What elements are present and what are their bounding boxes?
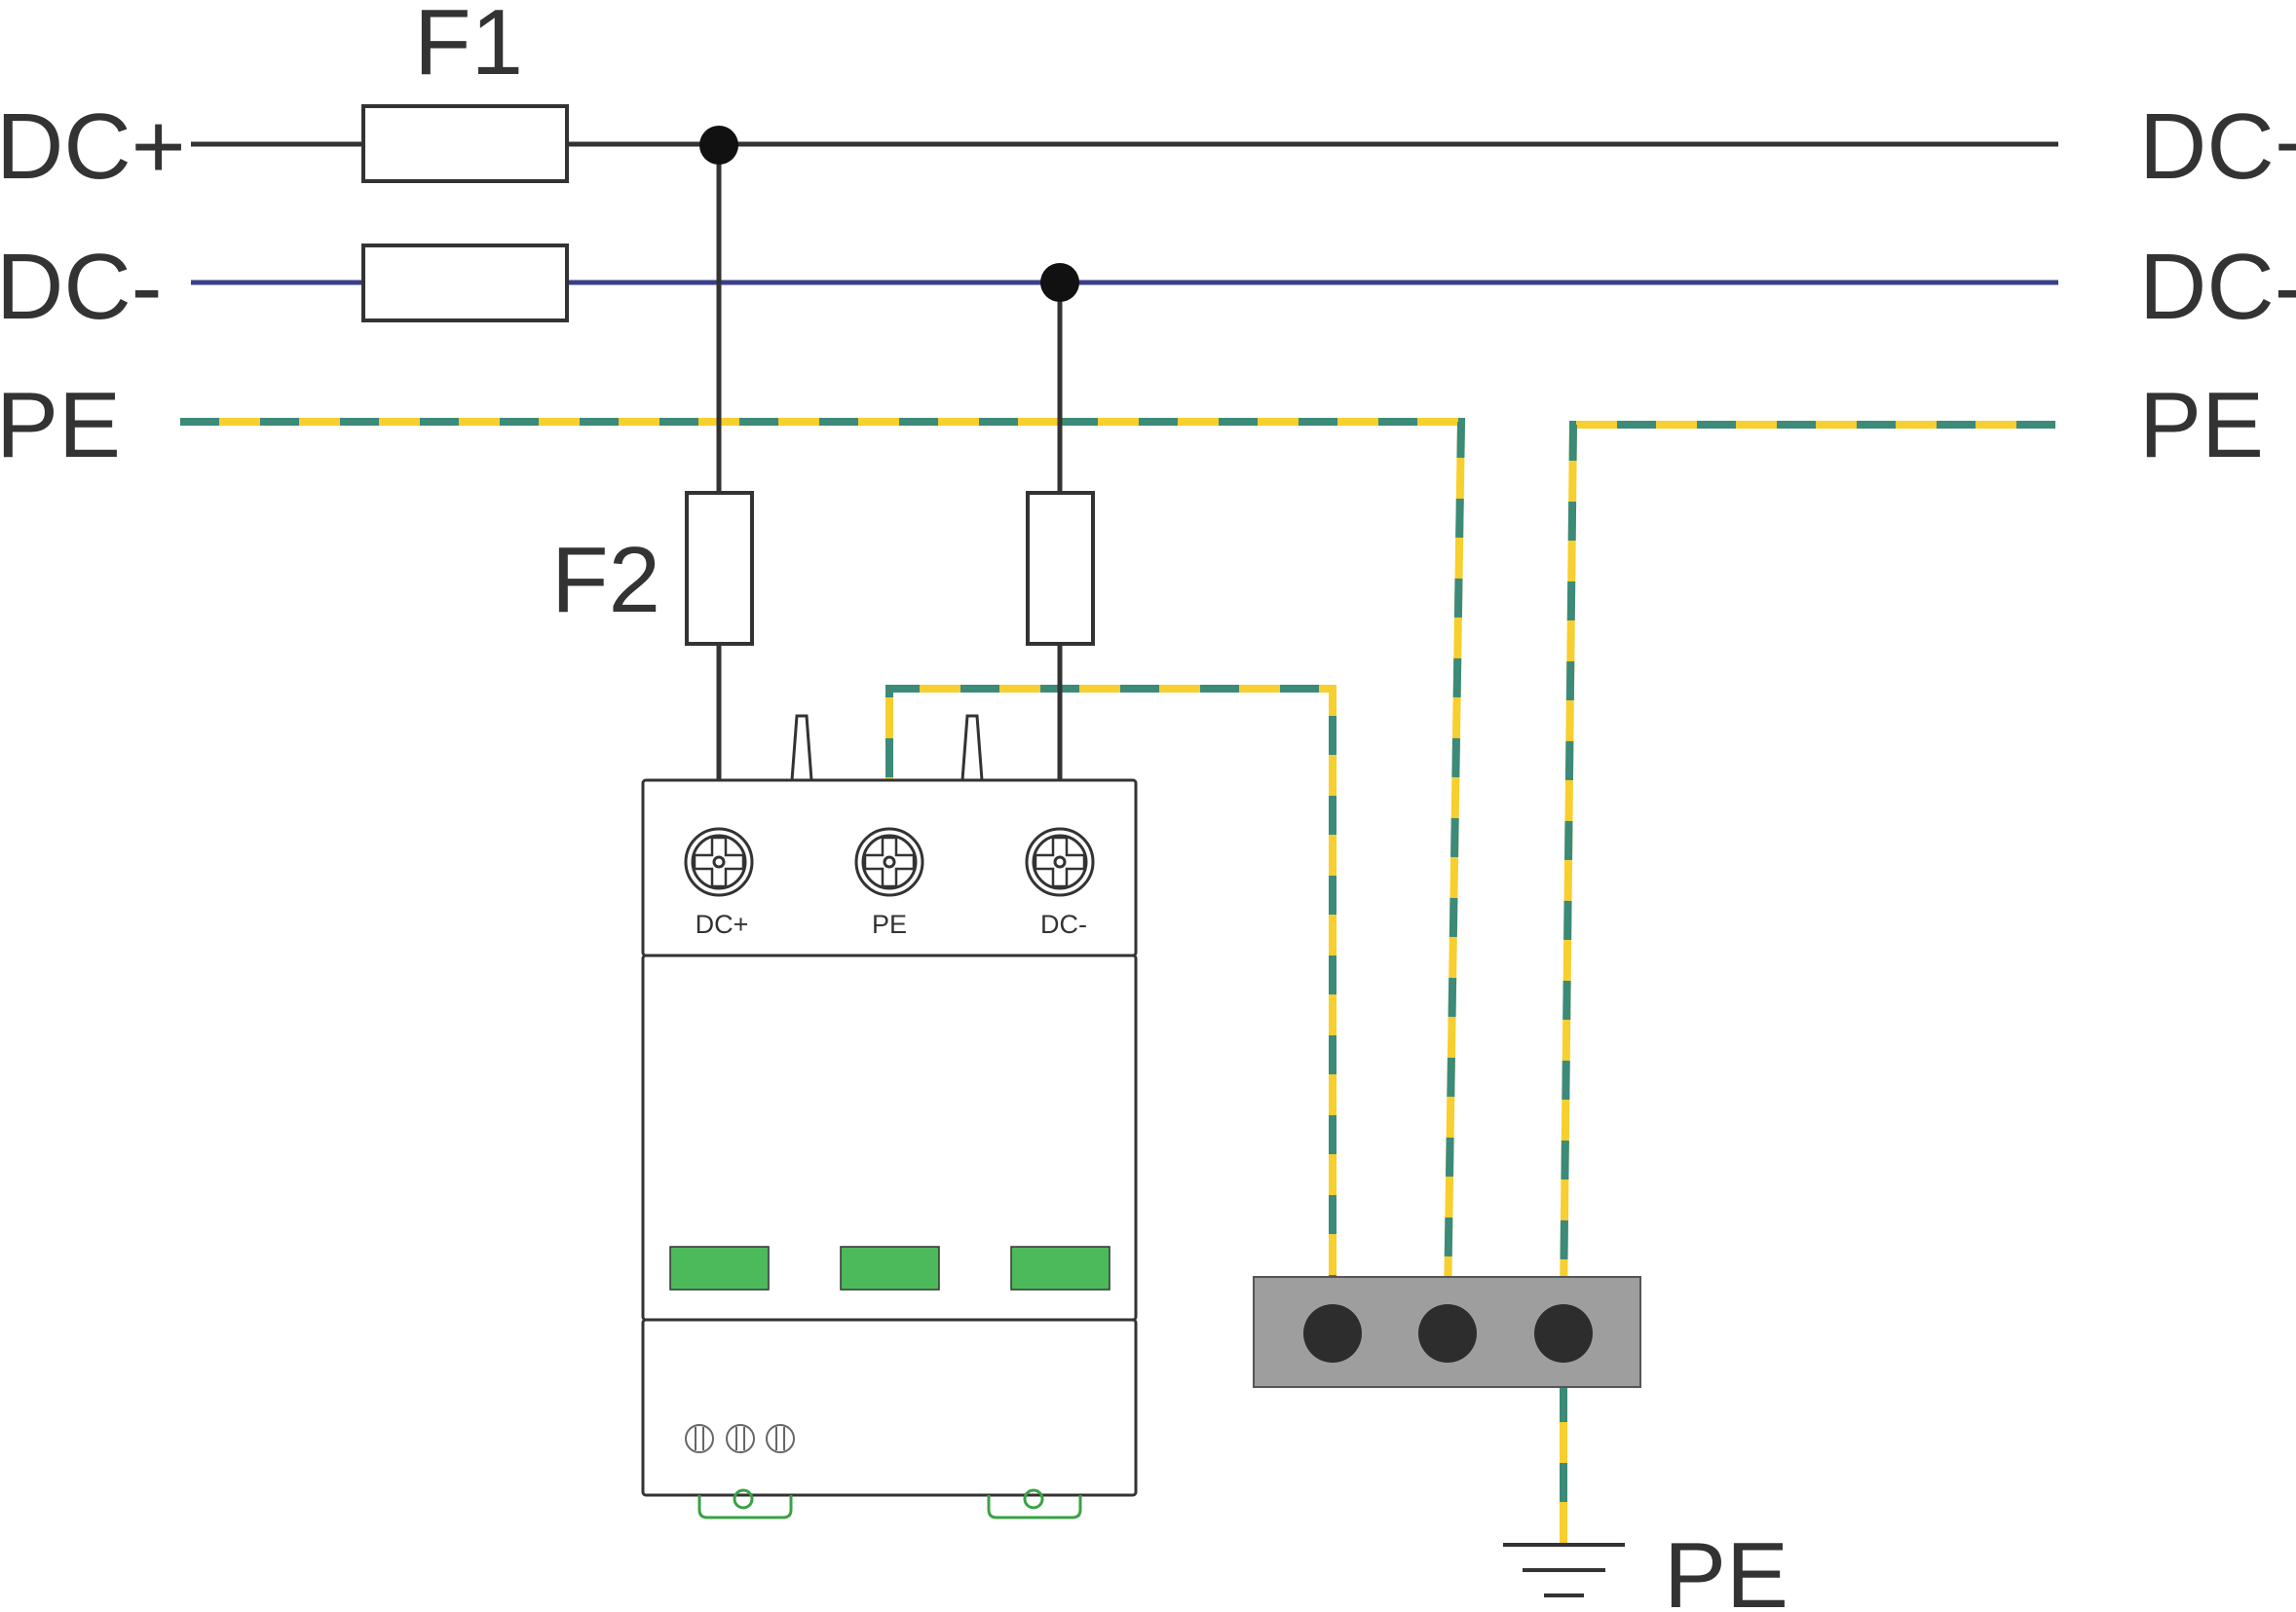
junction-dc-plus — [699, 126, 738, 165]
label-right-pe: PE — [2139, 373, 2264, 477]
terminal-label-dc-plus: DC+ — [696, 910, 749, 939]
base-screw-3 — [766, 1424, 795, 1453]
junction-dc-minus — [1040, 263, 1079, 302]
terminal-screw-dc-plus — [684, 827, 754, 897]
terminal-label-pe: PE — [872, 910, 907, 939]
wire-pe-left — [180, 418, 1466, 1304]
label-left-pe: PE — [0, 373, 121, 477]
base-screw-2 — [726, 1424, 755, 1453]
surge-protection-device: DC+ PE DC- — [641, 714, 1138, 1519]
busbar-terminal-1 — [1303, 1304, 1362, 1363]
status-indicator-2 — [840, 1246, 940, 1291]
din-clip-left — [697, 1495, 793, 1519]
spd-base — [641, 1318, 1138, 1497]
wire-spd-pe-to-busbar — [885, 685, 1336, 1303]
label-right-dc-plus: DC+ — [2139, 94, 2296, 199]
terminal-screw-dc-minus — [1025, 827, 1095, 897]
busbar-terminal-3 — [1534, 1304, 1593, 1363]
din-clip-right-hole — [1023, 1488, 1044, 1510]
ground-icon — [1503, 1543, 1625, 1597]
busbar-terminal-2 — [1418, 1304, 1477, 1363]
label-left-dc-plus: DC+ — [0, 94, 186, 199]
fuse-f1-dc-plus — [361, 104, 569, 183]
fuse-f2-dc-plus — [685, 491, 754, 646]
pe-busbar — [1253, 1276, 1641, 1388]
din-clip-left-hole — [733, 1488, 754, 1510]
label-left-dc-minus: DC- — [0, 235, 163, 339]
label-fuse-f2: F2 — [551, 528, 660, 632]
fuse-f1-dc-minus — [361, 244, 569, 322]
base-screw-1 — [685, 1424, 714, 1453]
terminal-screw-pe — [854, 827, 924, 897]
status-indicator-3 — [1010, 1246, 1110, 1291]
label-fuse-f1: F1 — [414, 0, 523, 94]
fuse-f2-dc-minus — [1026, 491, 1095, 646]
din-clip-right — [987, 1495, 1082, 1519]
label-right-dc-minus: DC- — [2139, 235, 2296, 339]
label-ground-pe: PE — [1664, 1523, 1788, 1607]
status-indicator-1 — [669, 1246, 770, 1291]
terminal-label-dc-minus: DC- — [1040, 910, 1087, 939]
wire-pe-right — [1560, 421, 2055, 1304]
